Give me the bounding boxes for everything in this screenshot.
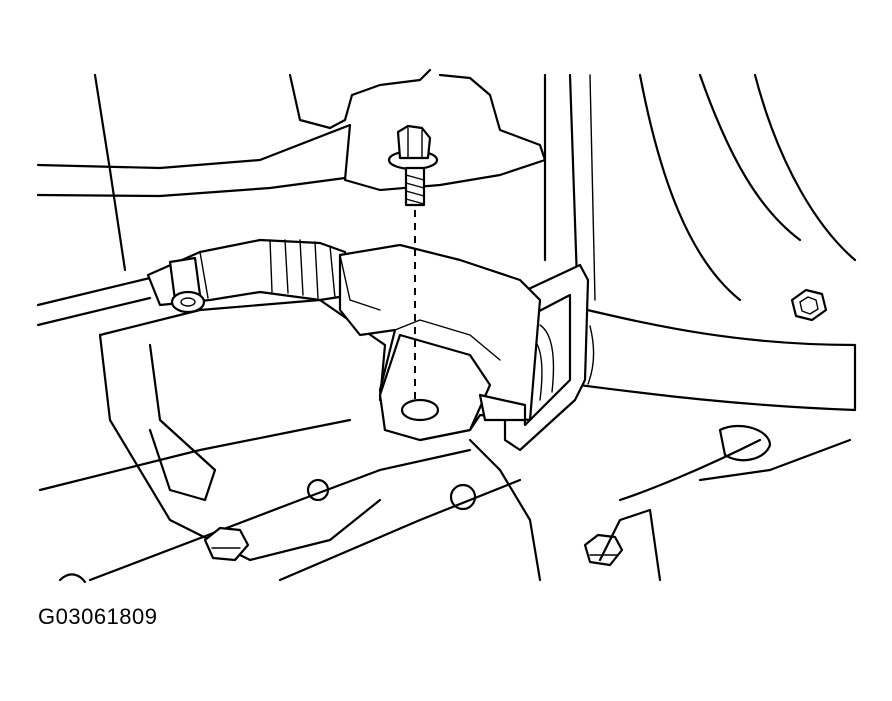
upper-body-panel <box>93 68 857 312</box>
upper-harness <box>36 123 352 198</box>
main-cable <box>538 298 857 412</box>
mounting-bolt <box>387 124 439 207</box>
ground-terminal <box>338 243 542 442</box>
hex-bolt-lower-left <box>203 526 250 562</box>
hex-nut-right <box>790 288 828 322</box>
hex-bolt-lower-right <box>583 533 624 567</box>
thin-wire <box>36 276 152 327</box>
frame-plate <box>38 298 522 584</box>
figure-code: G03061809 <box>38 604 158 629</box>
right-lower-structure <box>468 425 852 582</box>
ground-cable-bolt-illustration <box>36 68 857 584</box>
